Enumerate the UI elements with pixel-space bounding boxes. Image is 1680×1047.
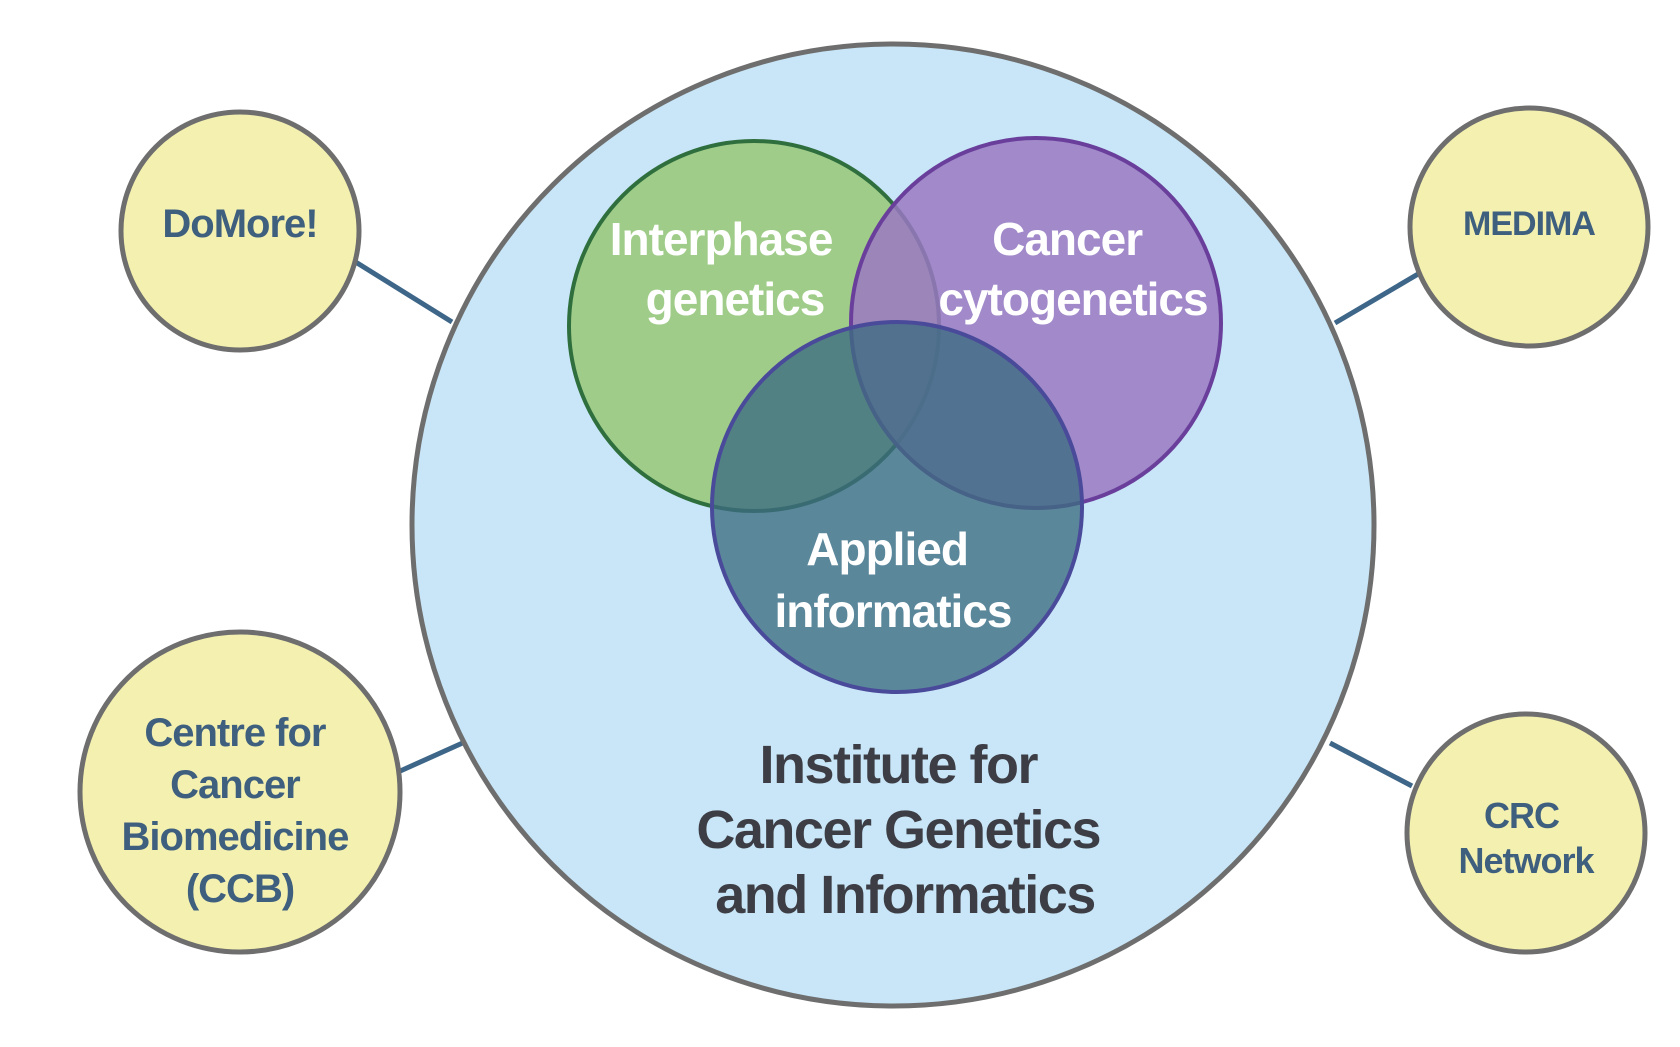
institute-line-3: and Informatics: [715, 865, 1095, 925]
ccb-line-1: Centre for: [144, 711, 326, 755]
crc-line-2: Network: [1458, 840, 1595, 881]
ccb-label: Centre for Cancer Biomedicine (CCB): [122, 711, 359, 911]
interphase-line-1: Interphase: [610, 213, 833, 265]
ccb-line-3: Biomedicine: [122, 815, 349, 859]
ccb-line-2: Cancer: [170, 763, 300, 807]
institute-line-1: Institute for: [760, 735, 1039, 795]
interphase-line-2: genetics: [646, 273, 825, 325]
domore-line-1: DoMore!: [162, 202, 317, 246]
cytogenetics-line-2: cytogenetics: [938, 273, 1207, 325]
ccb-circle: [77, 629, 403, 955]
institute-label: Institute for Cancer Genetics and Inform…: [696, 735, 1113, 925]
crc-network-label: CRC Network: [1458, 795, 1595, 881]
institute-line-2: Cancer Genetics: [696, 800, 1100, 860]
crc-line-1: CRC: [1484, 795, 1560, 836]
cytogenetics-line-1: Cancer: [992, 213, 1143, 265]
medima-line-1: MEDIMA: [1463, 205, 1595, 243]
applied-informatics-circle: [710, 320, 1084, 694]
applied-informatics-label: Applied informatics: [775, 523, 1012, 637]
interphase-genetics-label: Interphase genetics: [610, 213, 844, 325]
domore-circle: [118, 109, 362, 353]
cancer-cytogenetics-label: Cancer cytogenetics: [938, 213, 1207, 325]
ccb-line-4: (CCB): [186, 867, 294, 911]
connector-crc: [1328, 740, 1414, 789]
connector-ccb: [396, 738, 469, 775]
domore-label: DoMore!: [162, 202, 317, 246]
medima-circle: [1407, 105, 1651, 349]
crc-network-circle: [1404, 711, 1648, 955]
informatics-line-2: informatics: [775, 585, 1012, 637]
connector-medima: [1333, 264, 1432, 326]
connector-domore: [352, 258, 454, 325]
medima-label: MEDIMA: [1463, 205, 1595, 243]
informatics-line-1: Applied: [806, 523, 968, 575]
